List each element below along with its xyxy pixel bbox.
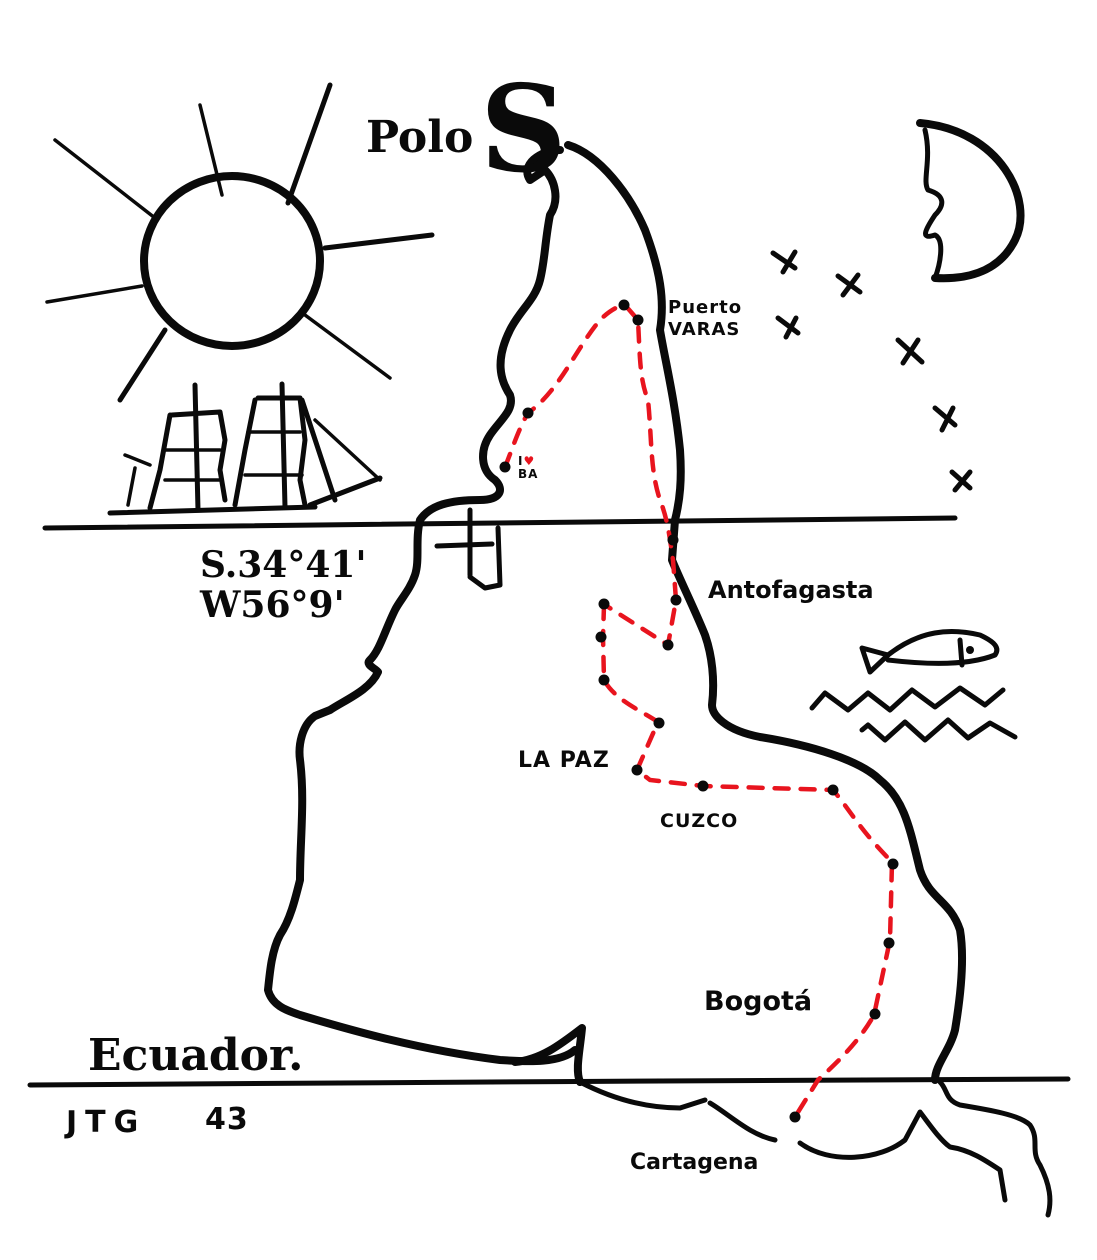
polo-label: Polo <box>366 112 474 163</box>
sailing-ship-icon <box>107 381 383 516</box>
equator-line <box>27 1076 1071 1088</box>
city-label-puerto: Puerto <box>668 297 743 318</box>
city-label-bogota: Bogotá <box>704 986 813 1017</box>
route-stops <box>499 299 899 1123</box>
signature-initials: JTG <box>66 1105 147 1140</box>
cross-icon <box>434 507 503 591</box>
i-label: I <box>518 454 524 468</box>
sun-icon <box>45 82 435 403</box>
continent-outline <box>264 141 1053 1218</box>
latitude-line <box>42 515 958 531</box>
city-label-la-paz: LA PAZ <box>518 748 610 773</box>
coordinates-latitude: S.34°41' <box>200 544 367 586</box>
city-label-antofagasta: Antofagasta <box>708 576 874 604</box>
city-label-cuzco: CUZCO <box>660 810 739 832</box>
waves-icon <box>809 685 1018 743</box>
city-label-puerto-varas: Puerto VARAS <box>668 297 742 341</box>
ba-label: BA <box>518 467 539 481</box>
crescent-moon-face-icon <box>916 119 1025 283</box>
pole-letter-s: S <box>480 59 567 200</box>
signature-year: 43 <box>205 1102 249 1137</box>
city-label-ba: I♥ BA <box>518 455 538 481</box>
fish-icon <box>859 629 1000 675</box>
coordinates-label: S.34°41' W56°9' <box>200 545 366 625</box>
stars-icon <box>770 249 973 493</box>
coordinates-longitude: W56°9' <box>200 584 345 626</box>
equator-label: Ecuador. <box>88 1030 304 1081</box>
heart-icon: ♥ <box>523 454 536 468</box>
travel-route <box>502 302 895 1120</box>
city-label-cartagena: Cartagena <box>630 1150 759 1175</box>
city-label-varas: VARAS <box>668 319 741 340</box>
